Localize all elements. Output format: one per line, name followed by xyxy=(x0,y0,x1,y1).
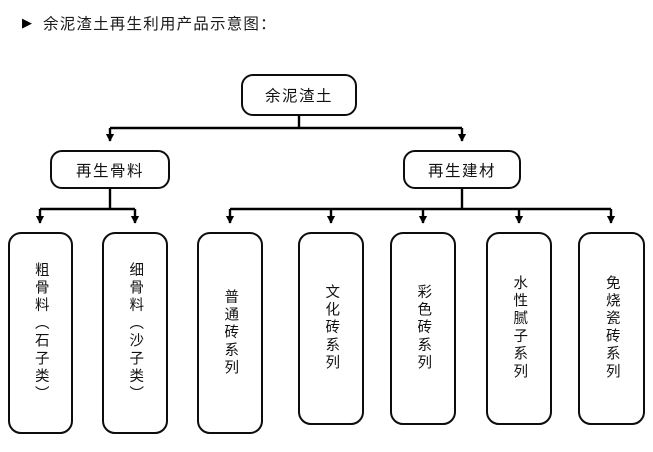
diagram-node-unburned-ceramic-tile-series[interactable]: 免烧瓷砖系列 xyxy=(578,232,645,425)
diagram-node-color-brick-series[interactable]: 彩色砖系列 xyxy=(390,232,456,425)
diagram-node-recycled-aggregate[interactable]: 再生骨料 xyxy=(50,150,170,189)
diagram-node-culture-brick-series[interactable]: 文化砖系列 xyxy=(298,232,364,425)
diagram-node-culture-brick-series-label: 文化砖系列 xyxy=(323,284,340,373)
diagram-node-waterborne-putty-series-label: 水性腻子系列 xyxy=(511,275,528,382)
section-heading: ▶ 余泥渣土再生利用产品示意图： xyxy=(0,6,653,40)
diagram-node-root[interactable]: 余泥渣土 xyxy=(241,74,357,116)
diagram-node-coarse-aggregate[interactable]: 粗骨料（石子类） xyxy=(8,232,73,434)
diagram-node-fine-aggregate-label: 细骨料（沙子类） xyxy=(127,262,144,404)
diagram-node-unburned-ceramic-tile-series-label: 免烧瓷砖系列 xyxy=(603,275,620,382)
diagram-node-recycled-building-material[interactable]: 再生建材 xyxy=(403,150,521,189)
diagram-node-color-brick-series-label: 彩色砖系列 xyxy=(415,284,432,373)
diagram-node-ordinary-brick-series-label: 普通砖系列 xyxy=(222,288,239,378)
triangle-right-icon: ▶ xyxy=(22,15,32,31)
diagram-node-fine-aggregate[interactable]: 细骨料（沙子类） xyxy=(102,232,168,434)
diagram-node-root-label: 余泥渣土 xyxy=(264,87,333,105)
diagram-node-recycled-building-material-label: 再生建材 xyxy=(427,161,496,180)
diagram-node-coarse-aggregate-label: 粗骨料（石子类） xyxy=(32,262,49,404)
diagram-node-waterborne-putty-series[interactable]: 水性腻子系列 xyxy=(486,232,552,425)
section-heading-text: 余泥渣土再生利用产品示意图： xyxy=(43,15,277,33)
diagram-node-recycled-aggregate-label: 再生骨料 xyxy=(75,161,144,180)
diagram-node-ordinary-brick-series[interactable]: 普通砖系列 xyxy=(197,232,263,434)
